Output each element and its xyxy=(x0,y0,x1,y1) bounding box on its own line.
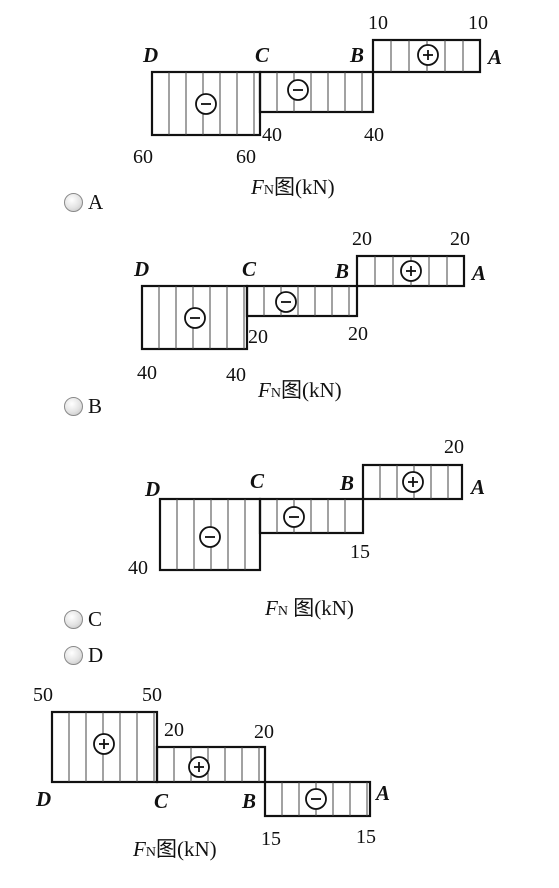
point-label-a: A xyxy=(486,45,502,69)
point-label-d: D xyxy=(142,43,158,67)
segment-dc xyxy=(158,497,262,572)
minus-sign xyxy=(305,788,327,810)
value-label: 20 xyxy=(444,436,464,458)
value-label: 40 xyxy=(262,124,282,146)
segment-ba xyxy=(263,780,372,818)
value-label: 15 xyxy=(356,826,376,848)
value-label: 20 xyxy=(254,721,274,743)
value-label: 20 xyxy=(450,228,470,250)
value-label: 20 xyxy=(248,326,268,348)
option-c-radio[interactable] xyxy=(64,610,83,629)
point-label-c: C xyxy=(255,43,270,67)
diagram-2: D C B A 20 20 20 20 40 40 FN图(kN) xyxy=(133,228,486,402)
plus-sign xyxy=(402,471,424,493)
point-label-d: D xyxy=(133,257,149,281)
point-label-c: C xyxy=(154,789,169,813)
point-label-b: B xyxy=(334,259,349,283)
value-label: 50 xyxy=(33,684,53,706)
option-a-radio[interactable] xyxy=(64,193,83,212)
option-a-label: A xyxy=(88,190,104,214)
option-c-label: C xyxy=(88,607,103,631)
option-a-row[interactable]: A xyxy=(64,190,103,215)
option-d-row[interactable]: D xyxy=(64,643,103,668)
value-label: 15 xyxy=(350,541,370,563)
point-label-a: A xyxy=(374,781,390,805)
value-label: 10 xyxy=(368,12,388,34)
plus-sign xyxy=(417,44,439,66)
segment-dc xyxy=(140,284,249,351)
minus-sign xyxy=(184,307,206,329)
value-label: 20 xyxy=(164,719,184,741)
plus-sign xyxy=(188,756,210,778)
plus-sign xyxy=(400,260,422,282)
minus-sign xyxy=(287,79,309,101)
diagram-caption: FN图(kN) xyxy=(132,837,217,861)
minus-sign xyxy=(275,291,297,313)
minus-sign xyxy=(195,93,217,115)
diagram-caption: FN 图(kN) xyxy=(264,596,354,620)
option-b-label: B xyxy=(88,394,103,418)
diagram-3: D C B A 20 15 40 FN 图(kN) xyxy=(128,436,485,620)
value-label: 15 xyxy=(261,828,281,850)
option-c-row[interactable]: C xyxy=(64,607,102,632)
minus-sign xyxy=(283,506,305,528)
segment-cb xyxy=(258,70,375,114)
value-label: 20 xyxy=(352,228,372,250)
value-label: 10 xyxy=(468,12,488,34)
value-label: 60 xyxy=(133,146,153,168)
point-label-b: B xyxy=(339,471,354,495)
value-label: 40 xyxy=(137,362,157,384)
point-label-c: C xyxy=(242,257,257,281)
hatching xyxy=(68,712,368,816)
diagram-4: D C B A 50 50 20 20 15 15 FN图(kN) xyxy=(33,684,390,861)
point-label-d: D xyxy=(35,787,51,811)
value-label: 20 xyxy=(348,323,368,345)
point-label-a: A xyxy=(469,475,485,499)
value-label: 50 xyxy=(142,684,162,706)
segment-cb xyxy=(155,745,267,784)
diagram-caption: FN图(kN) xyxy=(257,378,342,402)
segment-cb xyxy=(245,284,359,318)
value-label: 40 xyxy=(226,364,246,386)
option-b-row[interactable]: B xyxy=(64,394,102,419)
point-label-b: B xyxy=(349,43,364,67)
segment-ba xyxy=(361,463,464,501)
diagram-caption: FN图(kN) xyxy=(250,175,335,199)
option-b-radio[interactable] xyxy=(64,397,83,416)
value-label: 60 xyxy=(236,146,256,168)
point-label-d: D xyxy=(144,477,160,501)
option-d-radio[interactable] xyxy=(64,646,83,665)
minus-sign xyxy=(199,526,221,548)
point-label-a: A xyxy=(470,261,486,285)
plus-sign xyxy=(93,733,115,755)
diagram-1: D C B A 10 10 40 40 60 60 FN图(kN) xyxy=(133,12,502,199)
value-label: 40 xyxy=(364,124,384,146)
hatching xyxy=(168,40,464,135)
value-label: 40 xyxy=(128,557,148,579)
option-d-label: D xyxy=(88,643,104,667)
point-label-c: C xyxy=(250,469,265,493)
point-label-b: B xyxy=(241,789,256,813)
